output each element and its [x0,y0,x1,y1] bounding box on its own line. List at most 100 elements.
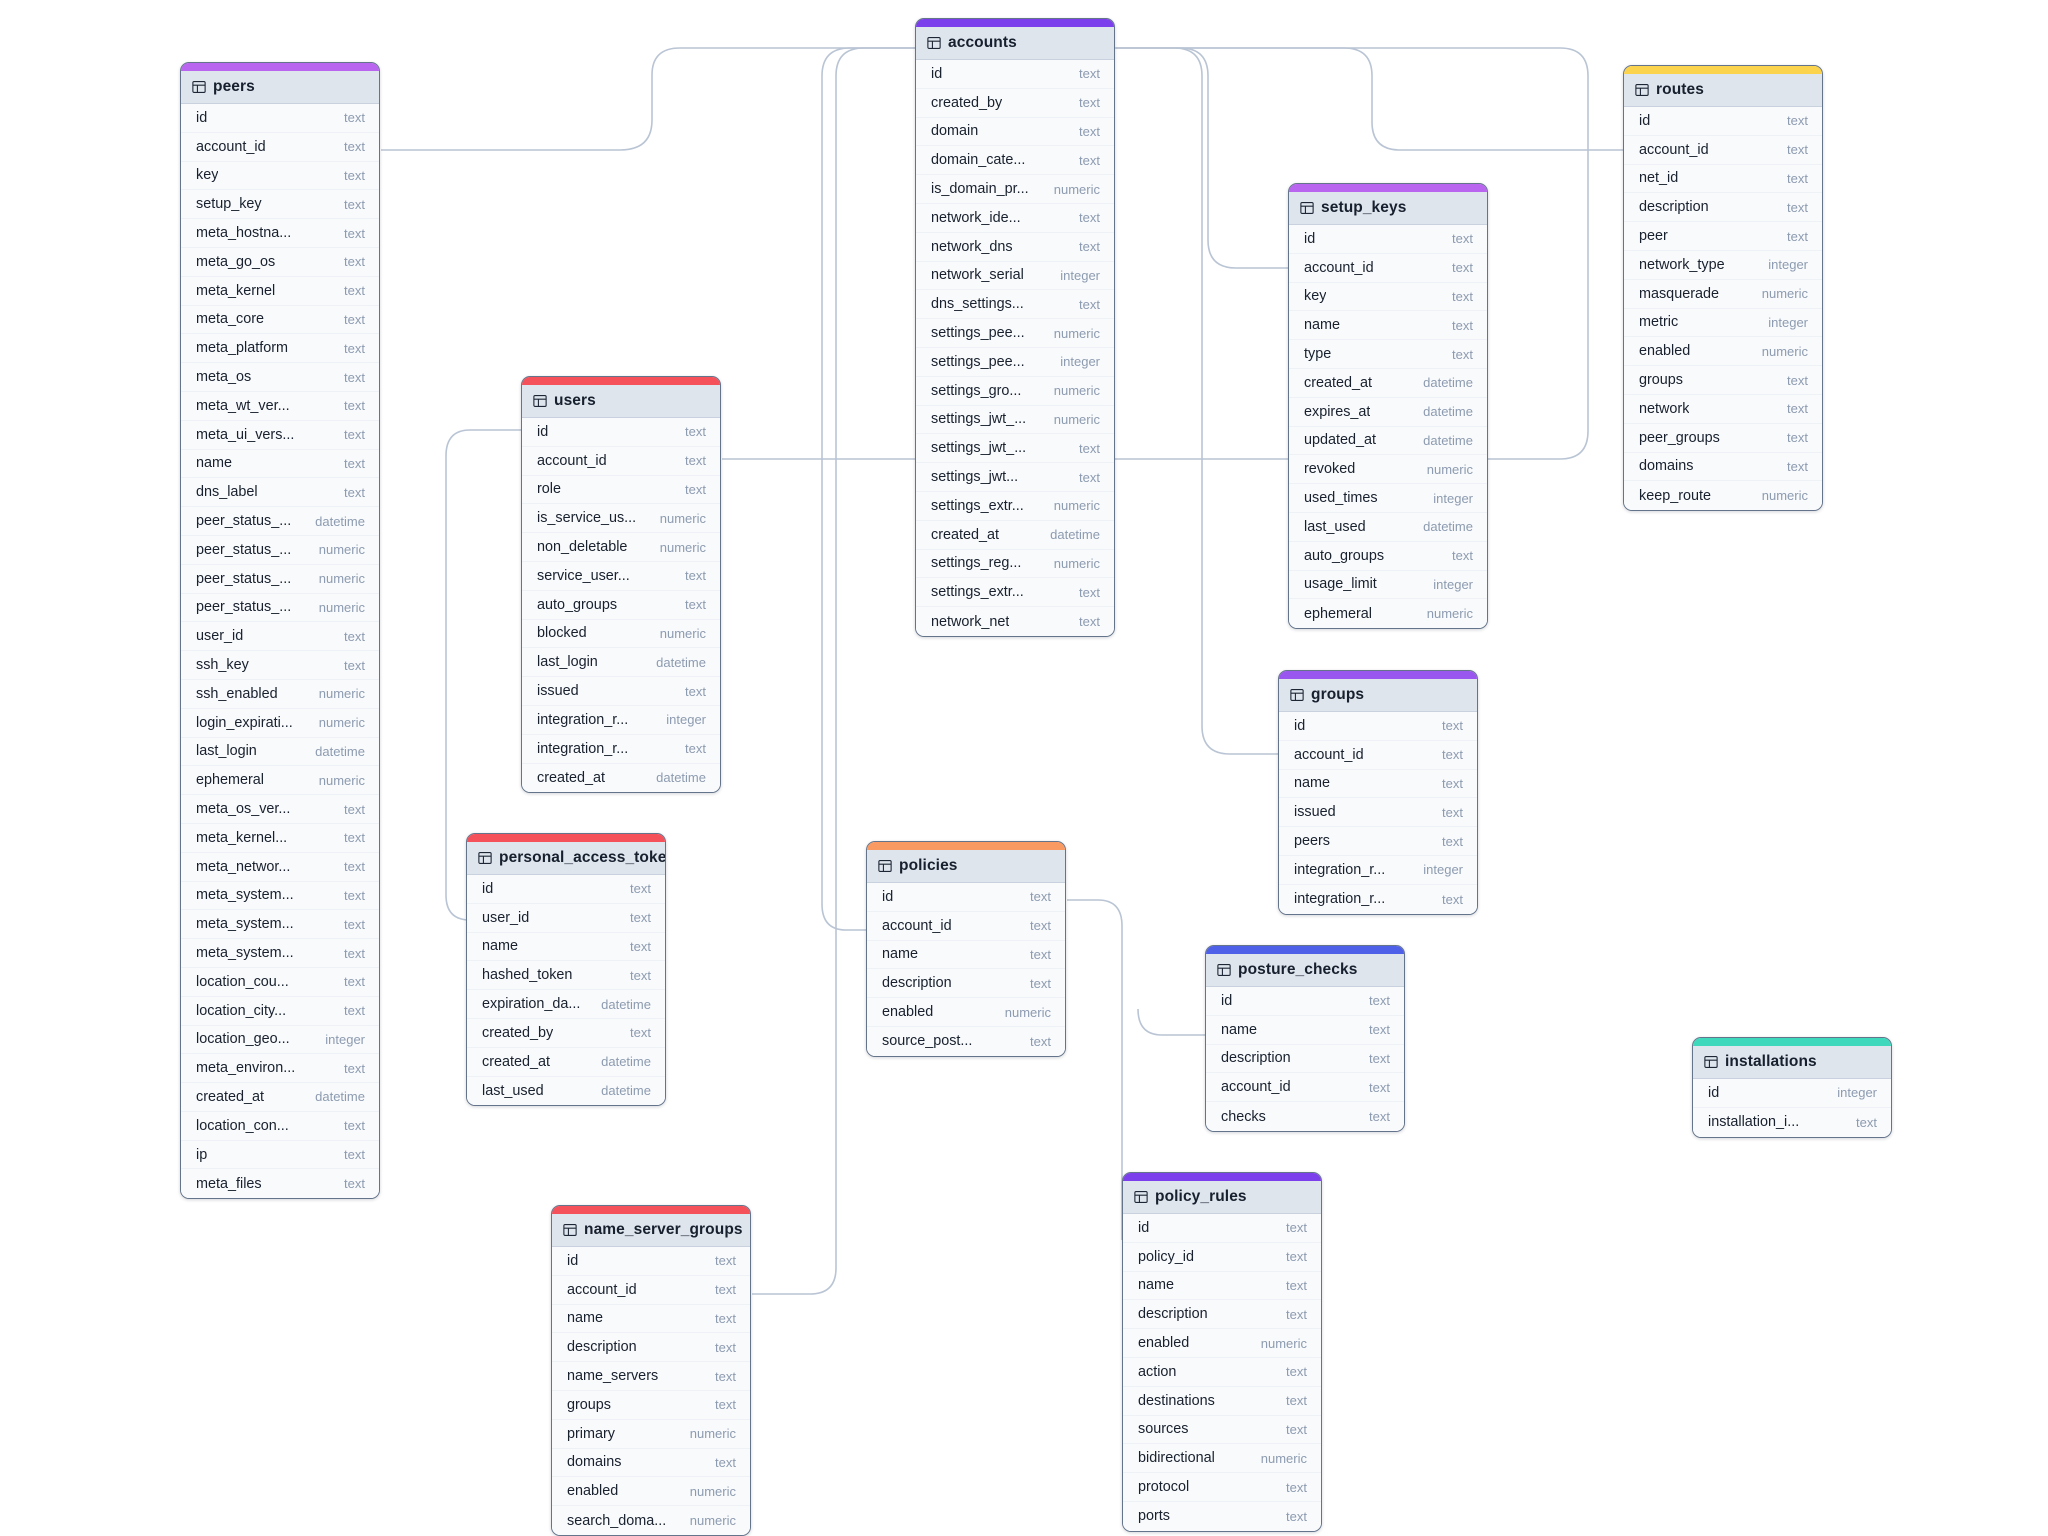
column-row[interactable]: domain_cate...text [916,146,1114,176]
table-header[interactable]: personal_access_tokens [467,842,665,875]
column-row[interactable]: meta_environ...text [181,1054,379,1084]
column-row[interactable]: is_service_us...numeric [522,504,720,534]
table-header[interactable]: name_server_groups [552,1214,750,1247]
column-row[interactable]: integration_r...integer [1279,855,1477,885]
table-header[interactable]: groups [1279,679,1477,712]
column-row[interactable]: integration_r...text [1279,884,1477,914]
column-row[interactable]: meta_system...text [181,910,379,940]
table-header[interactable]: policy_rules [1123,1181,1321,1214]
column-row[interactable]: location_con...text [181,1111,379,1141]
column-row[interactable]: location_geo...integer [181,1025,379,1055]
table-header[interactable]: policies [867,850,1065,883]
column-row[interactable]: meta_system...text [181,939,379,968]
column-row[interactable]: meta_os_ver...text [181,795,379,824]
column-row[interactable]: is_domain_pr...numeric [916,175,1114,204]
column-row[interactable]: installation_i...text [1693,1107,1891,1137]
column-row[interactable]: meta_hostna...text [181,219,379,248]
column-row[interactable]: source_post...text [867,1026,1065,1056]
column-row[interactable]: meta_kernel...text [181,823,379,853]
column-row[interactable]: peer_status_...numeric [181,535,379,565]
table-header[interactable]: accounts [916,27,1114,60]
column-row[interactable]: login_expirati...numeric [181,708,379,738]
table-header[interactable]: setup_keys [1289,192,1487,225]
column-row[interactable]: integration_r...integer [522,705,720,735]
column-row[interactable]: meta_ui_vers...text [181,420,379,450]
column-row[interactable]: settings_jwt_...text [916,434,1114,464]
column-row[interactable]: integration_r...text [522,734,720,764]
column-row[interactable]: service_user...text [522,561,720,591]
table-header[interactable]: posture_checks [1206,954,1404,987]
table-card-personal_access_tokens[interactable]: personal_access_tokensidtextuser_idtextn… [466,833,666,1107]
table-header[interactable]: routes [1624,74,1822,107]
column-row[interactable]: location_city...text [181,996,379,1026]
